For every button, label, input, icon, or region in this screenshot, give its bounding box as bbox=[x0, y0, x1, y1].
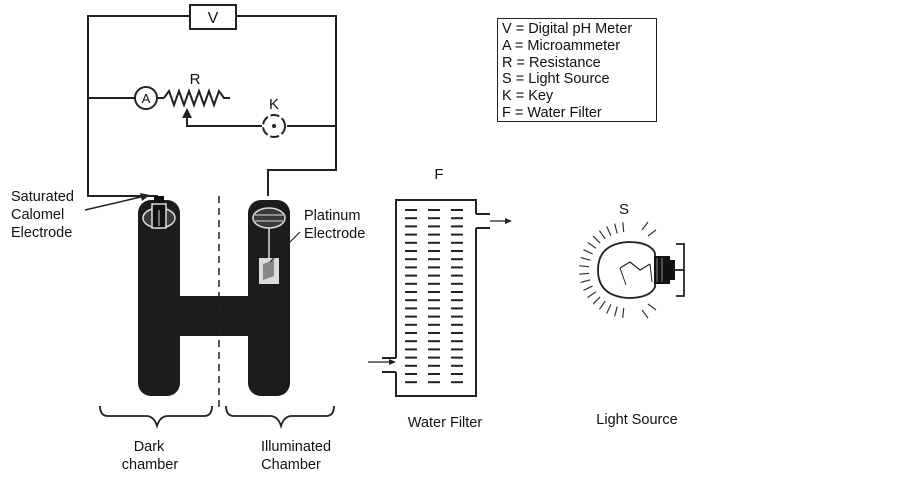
legend-item-water-filter: F = Water Filter bbox=[502, 104, 602, 121]
filter-symbol: F bbox=[434, 166, 443, 183]
illuminated-chamber-label-2: Chamber bbox=[261, 457, 321, 473]
ammeter-icon bbox=[134, 86, 158, 110]
legend: V = Digital pH Meter A = Microammeter R … bbox=[497, 18, 657, 122]
calomel-pointer bbox=[84, 195, 146, 211]
calomel-electrode bbox=[151, 196, 167, 229]
outlet-arrow bbox=[490, 218, 512, 224]
resistor-symbol: R bbox=[190, 71, 201, 88]
legend-item-light-source: S = Light Source bbox=[502, 71, 610, 88]
water-dashes bbox=[405, 209, 463, 384]
source-symbol: S bbox=[619, 201, 629, 218]
legend-item-ammeter: A = Microammeter bbox=[502, 37, 621, 54]
platinum-electrode bbox=[259, 228, 279, 284]
dark-chamber-label-2: chamber bbox=[122, 457, 179, 473]
light-bulb-icon bbox=[579, 221, 675, 319]
calomel-label-3: Electrode bbox=[11, 225, 72, 241]
rheostat-arrow bbox=[182, 108, 192, 118]
illuminated-chamber-label-1: Illuminated bbox=[261, 439, 331, 455]
ammeter-symbol: A bbox=[142, 91, 151, 106]
illuminated-chamber-brace bbox=[225, 405, 335, 430]
illuminated-cell-opening bbox=[252, 207, 286, 229]
key-dot bbox=[272, 124, 276, 128]
voltmeter-box bbox=[189, 4, 237, 30]
legend-item-voltmeter: V = Digital pH Meter bbox=[502, 21, 633, 37]
calomel-label-1: Saturated bbox=[11, 189, 74, 205]
legend-item-resistance: R = Resistance bbox=[502, 54, 601, 71]
water-filter-tank bbox=[382, 199, 490, 397]
inlet-arrow bbox=[368, 359, 396, 365]
dark-chamber-label-1: Dark bbox=[134, 439, 165, 455]
dark-chamber-brace bbox=[99, 405, 213, 430]
legend-item-key: K = Key bbox=[502, 88, 554, 105]
platinum-label-1: Platinum bbox=[304, 208, 360, 224]
platinum-label-2: Electrode bbox=[304, 226, 365, 242]
light-source-label: Light Source bbox=[596, 412, 677, 428]
platinum-pointer bbox=[269, 231, 301, 263]
key-symbol: K bbox=[269, 96, 279, 113]
circuit-wires bbox=[87, 15, 337, 197]
h-cell bbox=[138, 200, 290, 396]
calomel-label-2: Calomel bbox=[11, 207, 64, 223]
water-filter-label: Water Filter bbox=[408, 415, 483, 431]
voltmeter-symbol: V bbox=[208, 10, 219, 27]
